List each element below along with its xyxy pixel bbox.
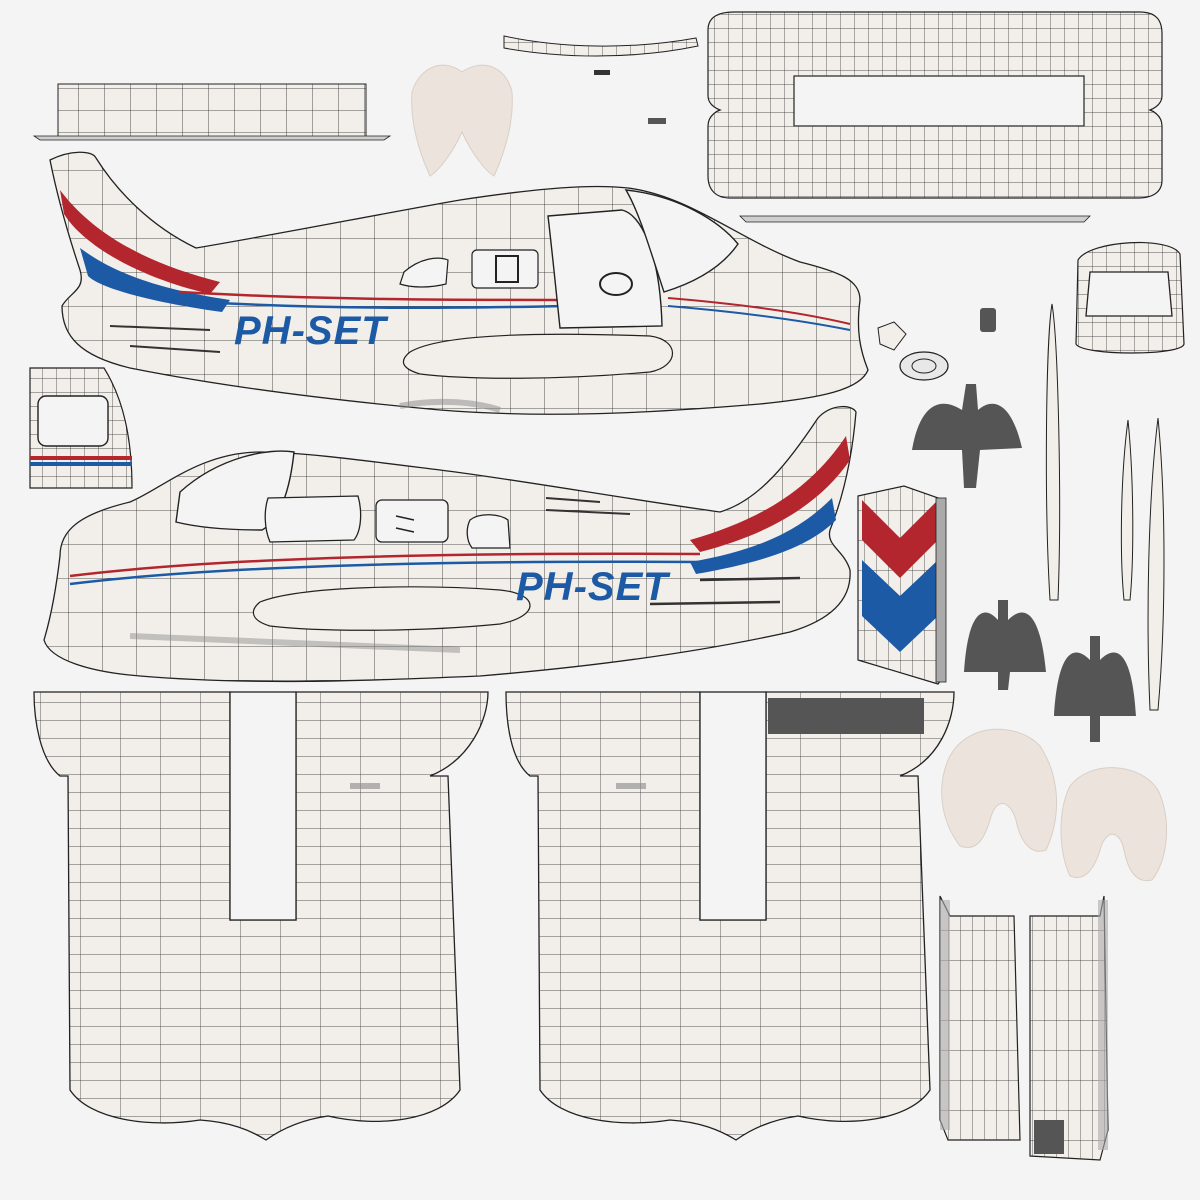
aileron-strip-left bbox=[939, 895, 1021, 1141]
dark-fin-part-2 bbox=[964, 600, 1046, 690]
small-fittings bbox=[877, 308, 996, 381]
vertical-strips bbox=[1045, 303, 1165, 711]
aileron-strip-right bbox=[1029, 895, 1109, 1161]
fuselage-right-side: PH-SET bbox=[43, 406, 857, 683]
curved-trim-part bbox=[503, 35, 699, 124]
registration-right: PH-SET bbox=[516, 565, 671, 609]
wing-panel-left bbox=[33, 691, 489, 1141]
dark-fin-part-1 bbox=[912, 384, 1022, 488]
fuselage-left-side: PH-SET bbox=[49, 151, 869, 415]
canopy-frame-part bbox=[707, 11, 1163, 199]
seat-cushion-top bbox=[411, 64, 513, 177]
seat-cushions-bottom bbox=[941, 728, 1168, 882]
registration-left: PH-SET bbox=[234, 309, 389, 353]
horizontal-stabilizer-strip bbox=[32, 83, 392, 141]
wing-panel-right bbox=[505, 691, 955, 1141]
windshield-part bbox=[1075, 241, 1185, 354]
cowling-side-part bbox=[29, 367, 133, 489]
dark-fin-part-3 bbox=[1054, 636, 1136, 742]
thin-strip-part bbox=[739, 215, 1091, 223]
rudder-part bbox=[857, 485, 947, 685]
